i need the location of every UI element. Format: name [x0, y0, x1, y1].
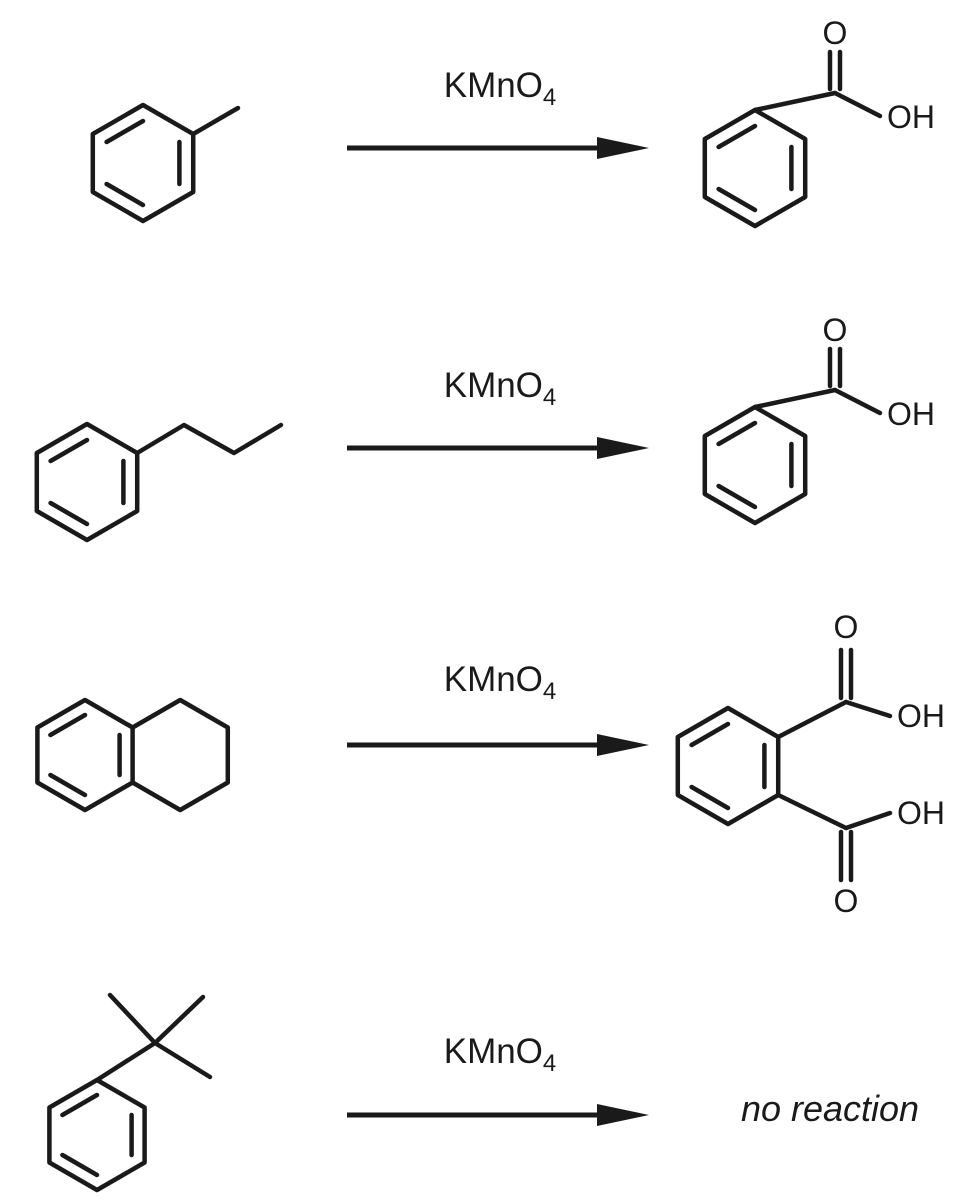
- methyl-bond: [190, 105, 241, 137]
- upper-c-oh-bond: [843, 699, 893, 719]
- hydroxyl-label: OH: [897, 795, 945, 831]
- reagent-formula: KMnO: [443, 660, 543, 699]
- reagent-subscript: 4: [542, 1050, 557, 1077]
- carboxyl-bond: [752, 387, 838, 410]
- propylbenzene-structure: [34, 421, 284, 543]
- aromatic-inner-bonds: [689, 721, 767, 811]
- reagent-subscript: 4: [542, 678, 557, 705]
- hydroxyl-label: OH: [897, 698, 945, 734]
- reagent-subscript: 4: [542, 384, 557, 411]
- upper-carboxyl-bond: [775, 699, 849, 740]
- arrow-head: [597, 137, 649, 159]
- reagent-formula: KMnO: [443, 66, 543, 105]
- reaction-arrow: [347, 1104, 649, 1126]
- ring-to-quaternary-bond: [94, 1040, 158, 1083]
- oxygen-label: O: [834, 883, 859, 919]
- carboxyl-bond: [752, 90, 838, 113]
- benzoic-acid-structure: O OH: [702, 312, 935, 526]
- aromatic-inner-bonds: [48, 437, 126, 527]
- reagent-formula: KMnO: [443, 366, 543, 405]
- lower-carbonyl-double-bond: [838, 829, 854, 883]
- phthalic-acid-structure: O OH OH O: [675, 609, 945, 919]
- saturated-ring: [130, 697, 231, 813]
- arrow-head: [597, 734, 649, 756]
- arrow-head: [597, 437, 649, 459]
- reagent-label: KMnO4: [345, 1032, 655, 1078]
- aromatic-inner-bonds: [48, 712, 122, 798]
- lower-carboxyl-bond: [775, 792, 849, 831]
- c-oh-bond: [832, 387, 883, 416]
- arrow-head: [597, 1104, 649, 1126]
- aromatic-inner-bonds: [716, 420, 794, 510]
- benzoic-acid-structure: O OH: [702, 15, 935, 229]
- propyl-chain: [134, 422, 284, 456]
- reagent-label: KMnO4: [345, 660, 655, 706]
- benzene-ring: [47, 1077, 147, 1193]
- reaction-arrow: [347, 137, 649, 159]
- tert-butyl-methyl-bonds: [107, 992, 213, 1080]
- benzene-ring: [702, 107, 808, 229]
- toluene-structure: [90, 102, 241, 224]
- hydroxyl-label: OH: [887, 99, 935, 135]
- oxygen-label: O: [823, 15, 848, 51]
- tetralin-structure: [35, 697, 231, 813]
- carbonyl-double-bond: [827, 49, 843, 92]
- reagent-label: KMnO4: [345, 66, 655, 112]
- carbonyl-double-bond: [827, 346, 843, 389]
- lower-c-oh-bond: [843, 810, 893, 831]
- reaction-arrow: [347, 437, 649, 459]
- upper-carbonyl-double-bond: [838, 647, 854, 701]
- benzene-ring: [702, 404, 808, 526]
- oxygen-label: O: [834, 609, 859, 645]
- no-reaction-text: no reaction: [740, 1088, 920, 1129]
- c-oh-bond: [832, 90, 883, 119]
- hydroxyl-label: OH: [887, 396, 935, 432]
- reagent-formula: KMnO: [443, 1032, 543, 1071]
- aromatic-inner-bonds: [716, 123, 794, 213]
- oxygen-label: O: [823, 312, 848, 348]
- aromatic-inner-bonds: [104, 118, 182, 208]
- aromatic-inner-bonds: [60, 1092, 134, 1178]
- reagent-label: KMnO4: [345, 366, 655, 412]
- reagent-subscript: 4: [542, 84, 557, 111]
- reaction-arrow: [347, 734, 649, 756]
- tert-butylbenzene-structure: [47, 992, 213, 1193]
